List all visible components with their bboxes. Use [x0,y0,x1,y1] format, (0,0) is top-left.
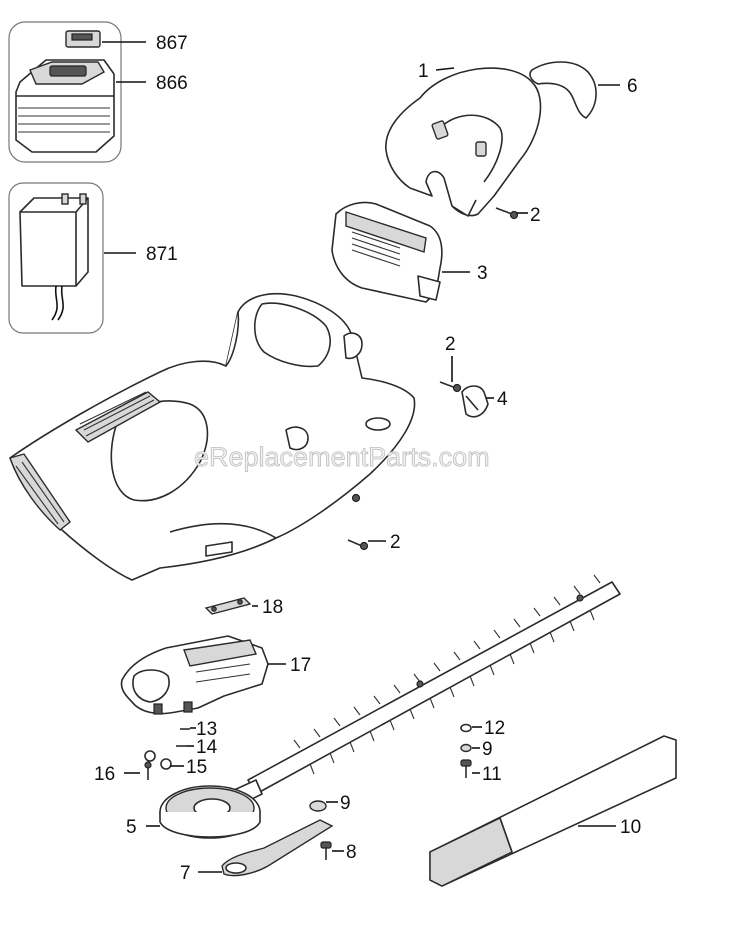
callout-2-middle: 2 [445,334,456,355]
watermark-text: eReplacementParts.com [194,442,490,472]
part-1-blade-guard[interactable] [385,67,542,217]
callout-867: 867 [156,33,188,54]
callout-5: 5 [126,817,137,838]
callout-4: 4 [497,389,508,410]
part-2-screw-top[interactable] [495,207,519,220]
part-15-clip[interactable] [144,750,172,770]
part-8-screw[interactable] [320,841,332,860]
part-2-screw-bottom[interactable] [347,539,369,551]
part-12-nut[interactable] [460,723,472,733]
callout-7: 7 [180,863,191,884]
part-871-charger[interactable] [19,193,89,321]
part-17-gear-housing[interactable] [120,635,269,715]
callout-1: 1 [418,61,429,82]
part-16-screw[interactable] [144,761,152,780]
part-9-washer-lower[interactable] [309,800,327,812]
main-housing[interactable] [9,292,416,581]
part-10-blade-sheath[interactable] [429,735,677,887]
housing-vent [74,391,162,443]
callout-2-bottom: 2 [390,532,401,553]
callout-866: 866 [156,73,188,94]
part-4-latch[interactable] [461,385,489,418]
part-11-screw[interactable] [460,759,472,778]
part-3-handle-cover[interactable] [331,201,443,303]
callout-12: 12 [484,718,505,739]
callout-6: 6 [627,76,638,97]
callout-10: 10 [620,817,641,838]
part-18-switch-plate[interactable] [204,597,252,615]
callout-11: 11 [482,764,502,785]
handle-cover-grip-lines [351,231,401,267]
part-867-terminal-cover[interactable] [65,30,101,48]
callout-9-lower: 9 [340,793,351,814]
callout-13: 13 [196,719,217,740]
callout-871: 871 [146,244,178,265]
callout-2-top: 2 [530,205,541,226]
part-9-washer-upper[interactable] [460,743,472,753]
callout-16: 16 [94,764,115,785]
callout-labels: 867 866 871 1 6 2 3 2 4 2 18 17 13 14 15… [94,33,641,884]
callout-15: 15 [186,757,207,778]
part-866-battery-pack[interactable] [15,59,115,153]
callout-17: 17 [290,655,311,676]
callout-8: 8 [346,842,357,863]
part-7-connecting-arm[interactable] [221,819,334,877]
leader-lines [102,41,620,873]
callout-3: 3 [477,263,488,284]
charger-box [8,182,104,334]
part-2-screw-middle[interactable] [439,381,462,393]
blade-teeth [293,574,601,775]
battery-kit-box [8,21,122,163]
callout-14: 14 [196,737,218,758]
callout-18: 18 [262,597,283,618]
part-6-guard-pad[interactable] [529,61,597,119]
part-5-gear[interactable] [159,785,261,839]
callout-9-upper: 9 [482,739,493,760]
